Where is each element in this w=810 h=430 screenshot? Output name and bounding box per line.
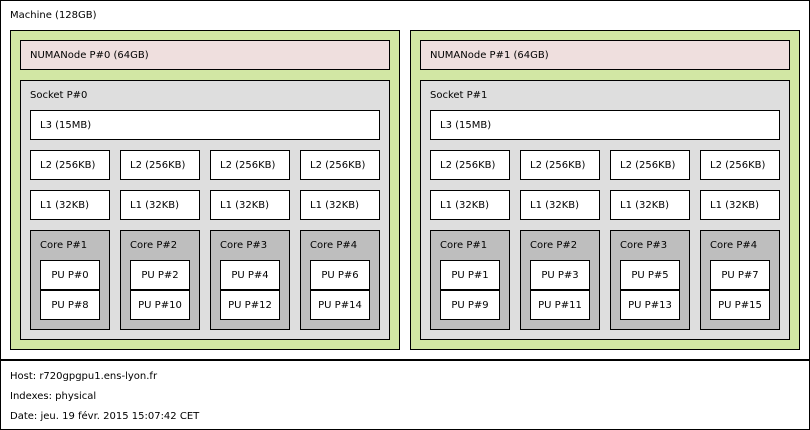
pu-0-0-0-label: PU P#0 xyxy=(51,270,89,281)
l1-cache-1-1: L1 (32KB) xyxy=(520,190,600,220)
core-1-2-label: Core P#3 xyxy=(620,240,668,251)
core-1-1-label: Core P#2 xyxy=(530,240,578,251)
pu-1-0-1: PU P#9 xyxy=(440,290,500,320)
pu-1-1-0: PU P#3 xyxy=(530,260,590,290)
l1-cache-0-3: L1 (32KB) xyxy=(300,190,380,220)
numa-node-1: NUMANode P#1 (64GB) xyxy=(420,40,790,70)
pu-0-1-0: PU P#2 xyxy=(130,260,190,290)
pu-0-2-1-label: PU P#12 xyxy=(228,300,272,311)
l1-cache-0-1-label: L1 (32KB) xyxy=(130,200,180,211)
l1-cache-1-1-label: L1 (32KB) xyxy=(530,200,580,211)
pu-1-2-0-label: PU P#5 xyxy=(631,270,669,281)
core-0-0-label: Core P#1 xyxy=(40,240,88,251)
pu-1-1-1: PU P#11 xyxy=(530,290,590,320)
core-1-0-label: Core P#1 xyxy=(440,240,488,251)
pu-0-1-0-label: PU P#2 xyxy=(141,270,179,281)
socket-1-label: Socket P#1 xyxy=(430,90,488,101)
l2-cache-1-2: L2 (256KB) xyxy=(610,150,690,180)
l1-cache-0-2-label: L1 (32KB) xyxy=(220,200,270,211)
l2-cache-1-0: L2 (256KB) xyxy=(430,150,510,180)
socket-0-label: Socket P#0 xyxy=(30,90,88,101)
pu-0-3-1-label: PU P#14 xyxy=(318,300,362,311)
pu-1-0-0: PU P#1 xyxy=(440,260,500,290)
pu-1-3-0-label: PU P#7 xyxy=(721,270,759,281)
pu-1-1-1-label: PU P#11 xyxy=(538,300,582,311)
pu-0-0-1: PU P#8 xyxy=(40,290,100,320)
pu-1-0-1-label: PU P#9 xyxy=(451,300,489,311)
l1-cache-0-3-label: L1 (32KB) xyxy=(310,200,360,211)
numa-node-1-label: NUMANode P#1 (64GB) xyxy=(430,50,549,61)
pu-0-2-0: PU P#4 xyxy=(220,260,280,290)
l2-cache-0-1: L2 (256KB) xyxy=(120,150,200,180)
pu-1-3-0: PU P#7 xyxy=(710,260,770,290)
core-0-3-label: Core P#4 xyxy=(310,240,358,251)
numa-node-0: NUMANode P#0 (64GB) xyxy=(20,40,390,70)
pu-0-2-0-label: PU P#4 xyxy=(231,270,269,281)
l2-cache-0-0: L2 (256KB) xyxy=(30,150,110,180)
machine-label: Machine (128GB) xyxy=(10,10,97,21)
l3-cache-0-label: L3 (15MB) xyxy=(40,120,92,131)
l2-cache-0-3: L2 (256KB) xyxy=(300,150,380,180)
l1-cache-1-0-label: L1 (32KB) xyxy=(440,200,490,211)
l2-cache-1-1-label: L2 (256KB) xyxy=(530,160,586,171)
l1-cache-0-1: L1 (32KB) xyxy=(120,190,200,220)
l3-cache-1-label: L3 (15MB) xyxy=(440,120,492,131)
l3-cache-1: L3 (15MB) xyxy=(430,110,780,140)
l1-cache-0-0: L1 (32KB) xyxy=(30,190,110,220)
pu-0-3-0-label: PU P#6 xyxy=(321,270,359,281)
pu-1-2-1-label: PU P#13 xyxy=(628,300,672,311)
pu-1-0-0-label: PU P#1 xyxy=(451,270,489,281)
pu-0-1-1: PU P#10 xyxy=(130,290,190,320)
core-0-1-label: Core P#2 xyxy=(130,240,178,251)
l2-cache-0-2: L2 (256KB) xyxy=(210,150,290,180)
pu-1-3-1-label: PU P#15 xyxy=(718,300,762,311)
pu-1-2-0: PU P#5 xyxy=(620,260,680,290)
l1-cache-0-2: L1 (32KB) xyxy=(210,190,290,220)
l1-cache-1-2-label: L1 (32KB) xyxy=(620,200,670,211)
l3-cache-0: L3 (15MB) xyxy=(30,110,380,140)
l2-cache-1-3-label: L2 (256KB) xyxy=(710,160,766,171)
pu-0-3-1: PU P#14 xyxy=(310,290,370,320)
core-1-3-label: Core P#4 xyxy=(710,240,758,251)
pu-0-0-1-label: PU P#8 xyxy=(51,300,89,311)
legend: Host: r720gpgpu1.ens-lyon.fr Indexes: ph… xyxy=(0,360,810,430)
l2-cache-1-2-label: L2 (256KB) xyxy=(620,160,676,171)
pu-0-3-0: PU P#6 xyxy=(310,260,370,290)
pu-0-0-0: PU P#0 xyxy=(40,260,100,290)
legend-host: Host: r720gpgpu1.ens-lyon.fr xyxy=(10,371,158,382)
pu-0-2-1: PU P#12 xyxy=(220,290,280,320)
l2-cache-0-3-label: L2 (256KB) xyxy=(310,160,366,171)
l2-cache-0-1-label: L2 (256KB) xyxy=(130,160,186,171)
numa-node-0-label: NUMANode P#0 (64GB) xyxy=(30,50,149,61)
l2-cache-1-0-label: L2 (256KB) xyxy=(440,160,496,171)
l1-cache-1-3: L1 (32KB) xyxy=(700,190,780,220)
pu-1-2-1: PU P#13 xyxy=(620,290,680,320)
core-0-2-label: Core P#3 xyxy=(220,240,268,251)
l1-cache-1-3-label: L1 (32KB) xyxy=(710,200,760,211)
l1-cache-0-0-label: L1 (32KB) xyxy=(40,200,90,211)
l2-cache-0-2-label: L2 (256KB) xyxy=(220,160,276,171)
legend-indexes: Indexes: physical xyxy=(10,391,97,402)
l1-cache-1-0: L1 (32KB) xyxy=(430,190,510,220)
l2-cache-1-1: L2 (256KB) xyxy=(520,150,600,180)
l2-cache-0-0-label: L2 (256KB) xyxy=(40,160,96,171)
pu-1-1-0-label: PU P#3 xyxy=(541,270,579,281)
pu-0-1-1-label: PU P#10 xyxy=(138,300,182,311)
legend-date: Date: jeu. 19 févr. 2015 15:07:42 CET xyxy=(10,411,200,422)
l1-cache-1-2: L1 (32KB) xyxy=(610,190,690,220)
l2-cache-1-3: L2 (256KB) xyxy=(700,150,780,180)
pu-1-3-1: PU P#15 xyxy=(710,290,770,320)
